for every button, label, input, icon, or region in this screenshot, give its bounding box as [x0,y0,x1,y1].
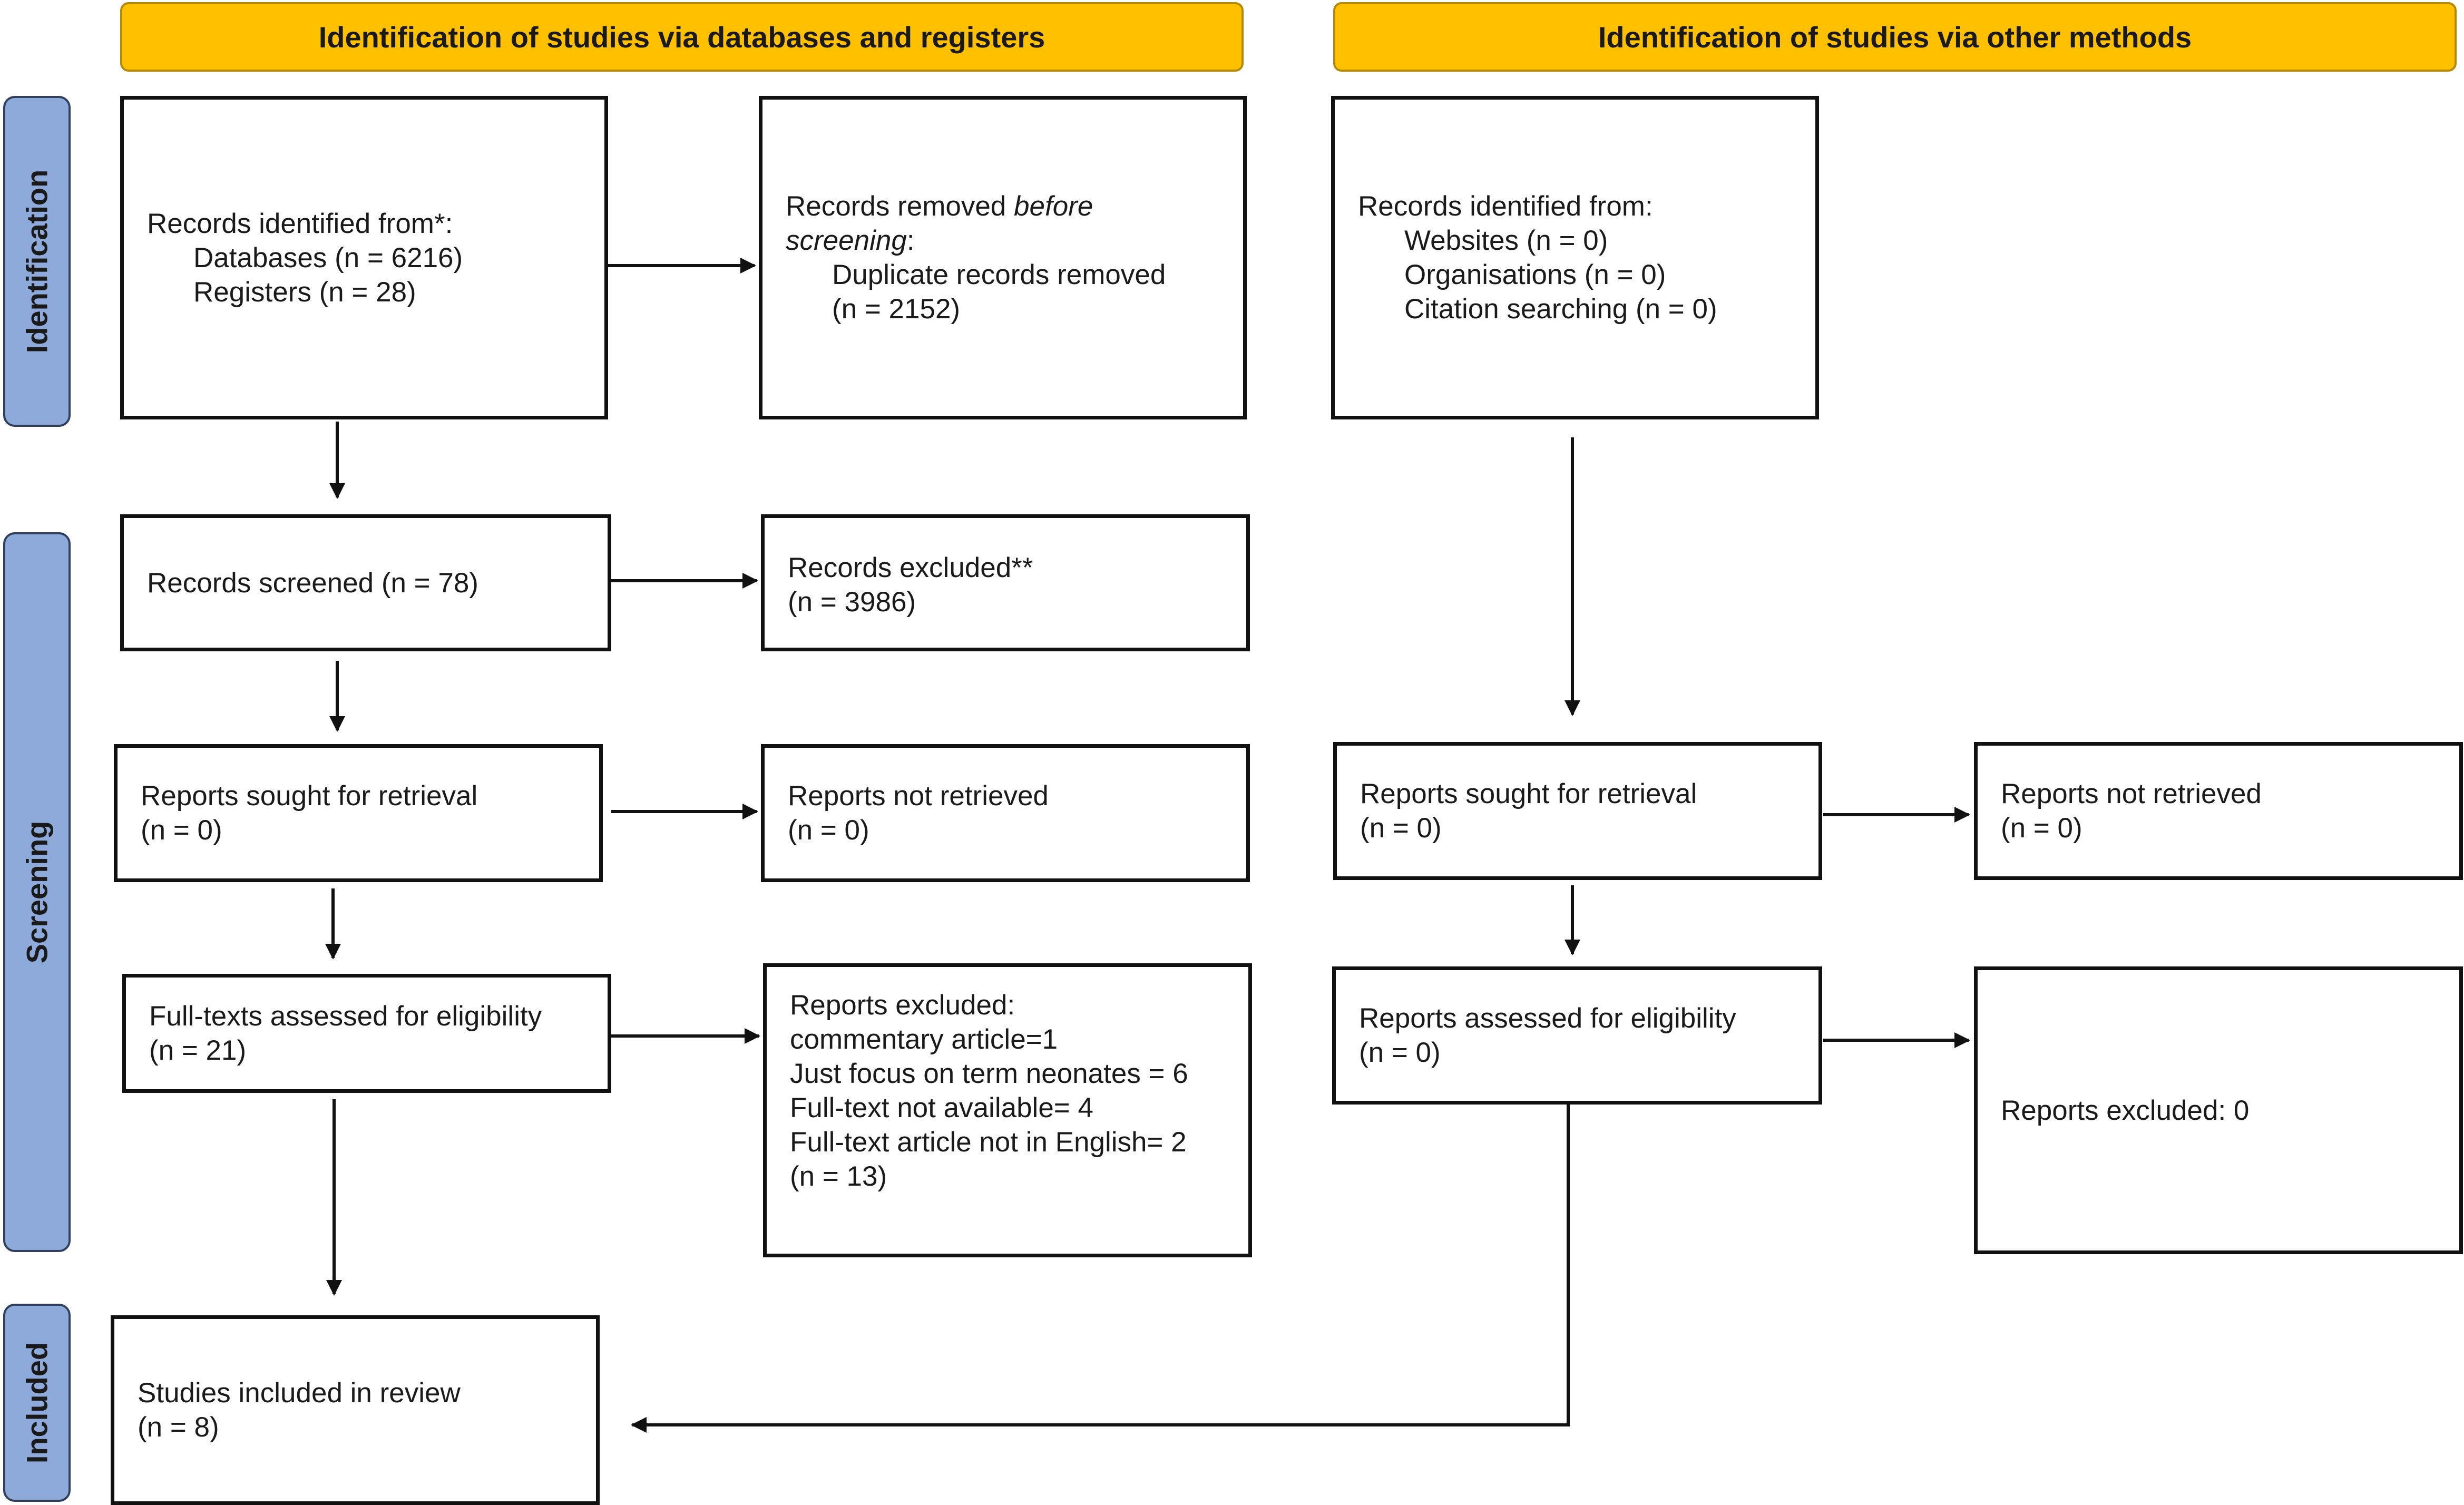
duplicates-removed: Duplicate records removed [832,259,1166,290]
right-reports-sought-box: Reports sought for retrieval (n = 0) [1333,742,1822,880]
records-identified-title: Records identified from*: [147,208,453,239]
right-reports-assessed-box: Reports assessed for eligibility (n = 0) [1332,966,1822,1105]
fulltext-assessed-count: (n = 21) [149,1035,247,1066]
other-records-identified-title: Records identified from: [1358,191,1653,222]
other-records-identified-box: Records identified from: Websites (n = 0… [1331,96,1819,419]
left-reports-sought-count: (n = 0) [141,815,222,846]
records-excluded-box: Records excluded** (n = 3986) [761,514,1250,651]
header-databases-registers: Identification of studies via databases … [120,2,1244,72]
left-reports-not-retrieved-count: (n = 0) [788,815,869,846]
right-reports-excluded-title: Reports excluded: 0 [2001,1094,2250,1126]
left-reports-sought-box: Reports sought for retrieval (n = 0) [114,744,603,882]
databases-count: Databases (n = 6216) [193,242,463,273]
records-removed-box: Records removed before screening: Duplic… [759,96,1247,419]
websites-count: Websites (n = 0) [1404,225,1608,256]
studies-included-title: Studies included in review [138,1377,461,1409]
left-reports-not-retrieved-box: Reports not retrieved (n = 0) [761,744,1250,882]
citation-searching-count: Citation searching (n = 0) [1404,294,1717,325]
organisations-count: Organisations (n = 0) [1404,259,1666,290]
records-screened-title: Records screened (n = 78) [147,567,478,599]
right-reports-sought-title: Reports sought for retrieval [1360,778,1697,809]
header-databases-label: Identification of studies via databases … [318,20,1045,54]
records-excluded-title: Records excluded** [788,552,1033,583]
right-reports-not-retrieved-count: (n = 0) [2001,813,2082,844]
reports-excluded-title: Reports excluded: [790,990,1015,1021]
fulltext-assessed-box: Full-texts assessed for eligibility (n =… [122,974,611,1093]
duplicates-count: (n = 2152) [832,294,961,325]
records-screened-box: Records screened (n = 78) [120,514,611,651]
reports-excluded-count: (n = 13) [790,1161,887,1192]
fulltext-assessed-title: Full-texts assessed for eligibility [149,1001,542,1032]
records-removed-title: Records removed before [786,191,1093,222]
right-reports-assessed-title: Reports assessed for eligibility [1359,1003,1736,1034]
arrow-right-assessed-to-included [631,1105,1570,1433]
registers-count: Registers (n = 28) [193,276,416,308]
stage-included: Included [3,1304,71,1502]
studies-included-count: (n = 8) [138,1412,219,1443]
left-reports-sought-title: Reports sought for retrieval [141,780,478,812]
records-removed-title-line2: screening: [786,225,915,256]
right-reports-assessed-count: (n = 0) [1359,1037,1441,1068]
right-reports-not-retrieved-title: Reports not retrieved [2001,778,2262,809]
exclusion-reason: Just focus on term neonates = 6 [790,1058,1188,1089]
reports-excluded-box: Reports excluded: commentary article=1 J… [763,963,1252,1257]
right-reports-not-retrieved-box: Reports not retrieved (n = 0) [1974,742,2463,880]
right-reports-sought-count: (n = 0) [1360,813,1442,844]
studies-included-box: Studies included in review (n = 8) [111,1315,600,1505]
exclusion-reason: Full-text not available= 4 [790,1092,1093,1123]
records-identified-box: Records identified from*: Databases (n =… [120,96,608,419]
stage-identification: Identification [3,96,71,427]
header-other-label: Identification of studies via other meth… [1598,20,2192,54]
exclusion-reason: Full-text article not in English= 2 [790,1127,1187,1158]
left-reports-not-retrieved-title: Reports not retrieved [788,780,1049,812]
stage-screening: Screening [3,532,71,1252]
right-reports-excluded-box: Reports excluded: 0 [1974,966,2463,1254]
exclusion-reason: commentary article=1 [790,1024,1058,1055]
records-excluded-count: (n = 3986) [788,587,916,618]
header-other-methods: Identification of studies via other meth… [1333,2,2457,72]
